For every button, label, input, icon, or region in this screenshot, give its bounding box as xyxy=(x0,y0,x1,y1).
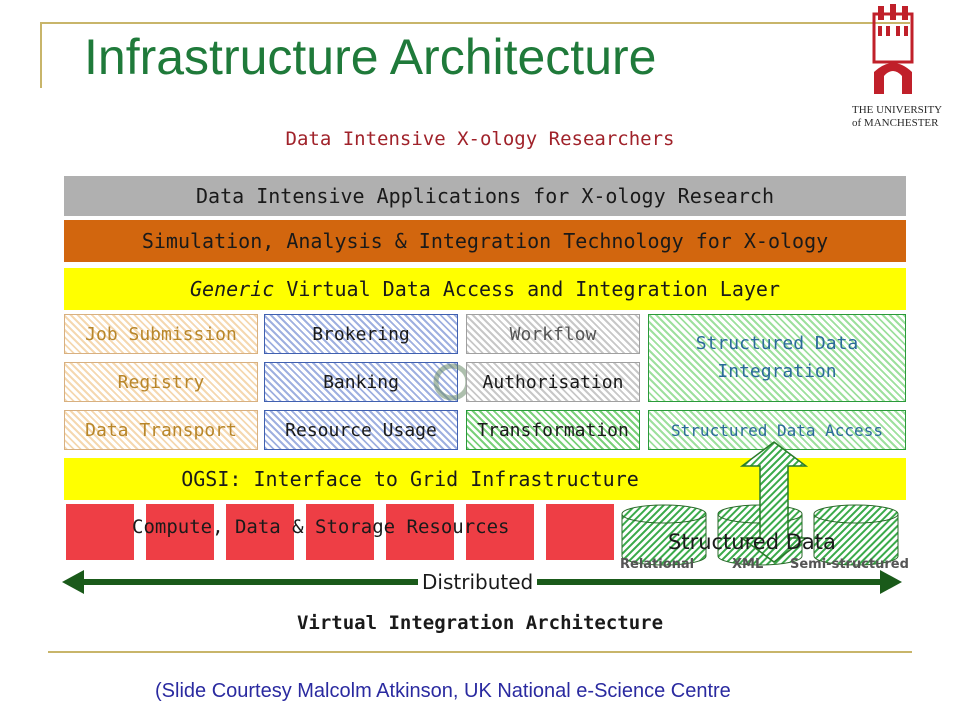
transformation-label: Transformation xyxy=(477,419,629,441)
applications-layer: Data Intensive Applications for X-ology … xyxy=(64,176,906,216)
vertical-double-arrow-icon xyxy=(740,441,808,563)
researchers-label: Data Intensive X-ology Researchers xyxy=(285,128,675,150)
generic-access-layer: Generic Virtual Data Access and Integrat… xyxy=(64,268,906,310)
logo-crest-icon xyxy=(872,4,914,94)
ogsi-label: OGSI: Interface to Grid Infrastructure xyxy=(181,467,639,491)
banking-label: Banking xyxy=(323,371,399,393)
resource-block xyxy=(306,504,374,560)
slide-title: Infrastructure Architecture xyxy=(84,29,657,85)
registry-label: Registry xyxy=(117,371,205,393)
frame-left-line xyxy=(40,22,42,88)
generic-emph: Generic xyxy=(189,277,275,301)
resource-block xyxy=(546,504,614,560)
resource-usage-label: Resource Usage xyxy=(285,419,437,441)
authorisation-label: Authorisation xyxy=(482,371,624,393)
logo-text: THE UNIVERSITY of MANCHESTER xyxy=(852,104,942,130)
xml-label: XML xyxy=(732,557,764,572)
frame-bottom-line xyxy=(48,651,912,653)
semi-structured-label: Semi-structured xyxy=(790,557,909,572)
structured-data-access-box: Structured Data Access xyxy=(648,410,906,450)
simulation-layer: Simulation, Analysis & Integration Techn… xyxy=(64,220,906,262)
authorisation-box: Authorisation xyxy=(466,362,640,402)
resource-block xyxy=(386,504,454,560)
semi-structured-db-icon xyxy=(813,504,899,566)
data-transport-box: Data Transport xyxy=(64,410,258,450)
resource-block xyxy=(226,504,294,560)
relational-label: Relational xyxy=(620,557,695,572)
resources-label: Compute, Data & Storage Resources xyxy=(132,516,510,538)
structured-data-integration-box: Structured Data Integration xyxy=(648,314,906,402)
distributed-label: Distributed xyxy=(418,570,538,594)
resource-block xyxy=(466,504,534,560)
sdi-line-1: Structured Data xyxy=(695,333,859,354)
sdi-line-2: Integration xyxy=(717,361,837,382)
brokering-label: Brokering xyxy=(312,323,410,345)
logo-line-2: of MANCHESTER xyxy=(852,117,939,129)
footer-title: Virtual Integration Architecture xyxy=(296,612,664,634)
workflow-label: Workflow xyxy=(509,323,597,345)
logo-line-1: THE UNIVERSITY xyxy=(852,104,943,116)
resource-usage-box: Resource Usage xyxy=(264,410,458,450)
structured-data-label: Structured Data xyxy=(668,530,836,554)
relational-db-icon xyxy=(621,504,707,566)
resource-block xyxy=(146,504,214,560)
transformation-box: Transformation xyxy=(466,410,640,450)
generic-label: Virtual Data Access and Integration Laye… xyxy=(274,277,781,301)
workflow-box: Workflow xyxy=(466,314,640,354)
job-submission-label: Job Submission xyxy=(85,323,237,345)
job-submission-box: Job Submission xyxy=(64,314,258,354)
frame-top-line xyxy=(40,22,910,24)
simulation-label: Simulation, Analysis & Integration Techn… xyxy=(141,229,829,253)
banking-box: Banking xyxy=(264,362,458,402)
sda-label: Structured Data Access xyxy=(671,420,883,440)
registry-box: Registry xyxy=(64,362,258,402)
slide-credit: (Slide Courtesy Malcolm Atkinson, UK Nat… xyxy=(155,680,731,702)
university-logo xyxy=(868,4,918,96)
data-transport-label: Data Transport xyxy=(85,419,237,441)
brokering-box: Brokering xyxy=(264,314,458,354)
resource-block xyxy=(66,504,134,560)
applications-label: Data Intensive Applications for X-ology … xyxy=(196,184,774,208)
